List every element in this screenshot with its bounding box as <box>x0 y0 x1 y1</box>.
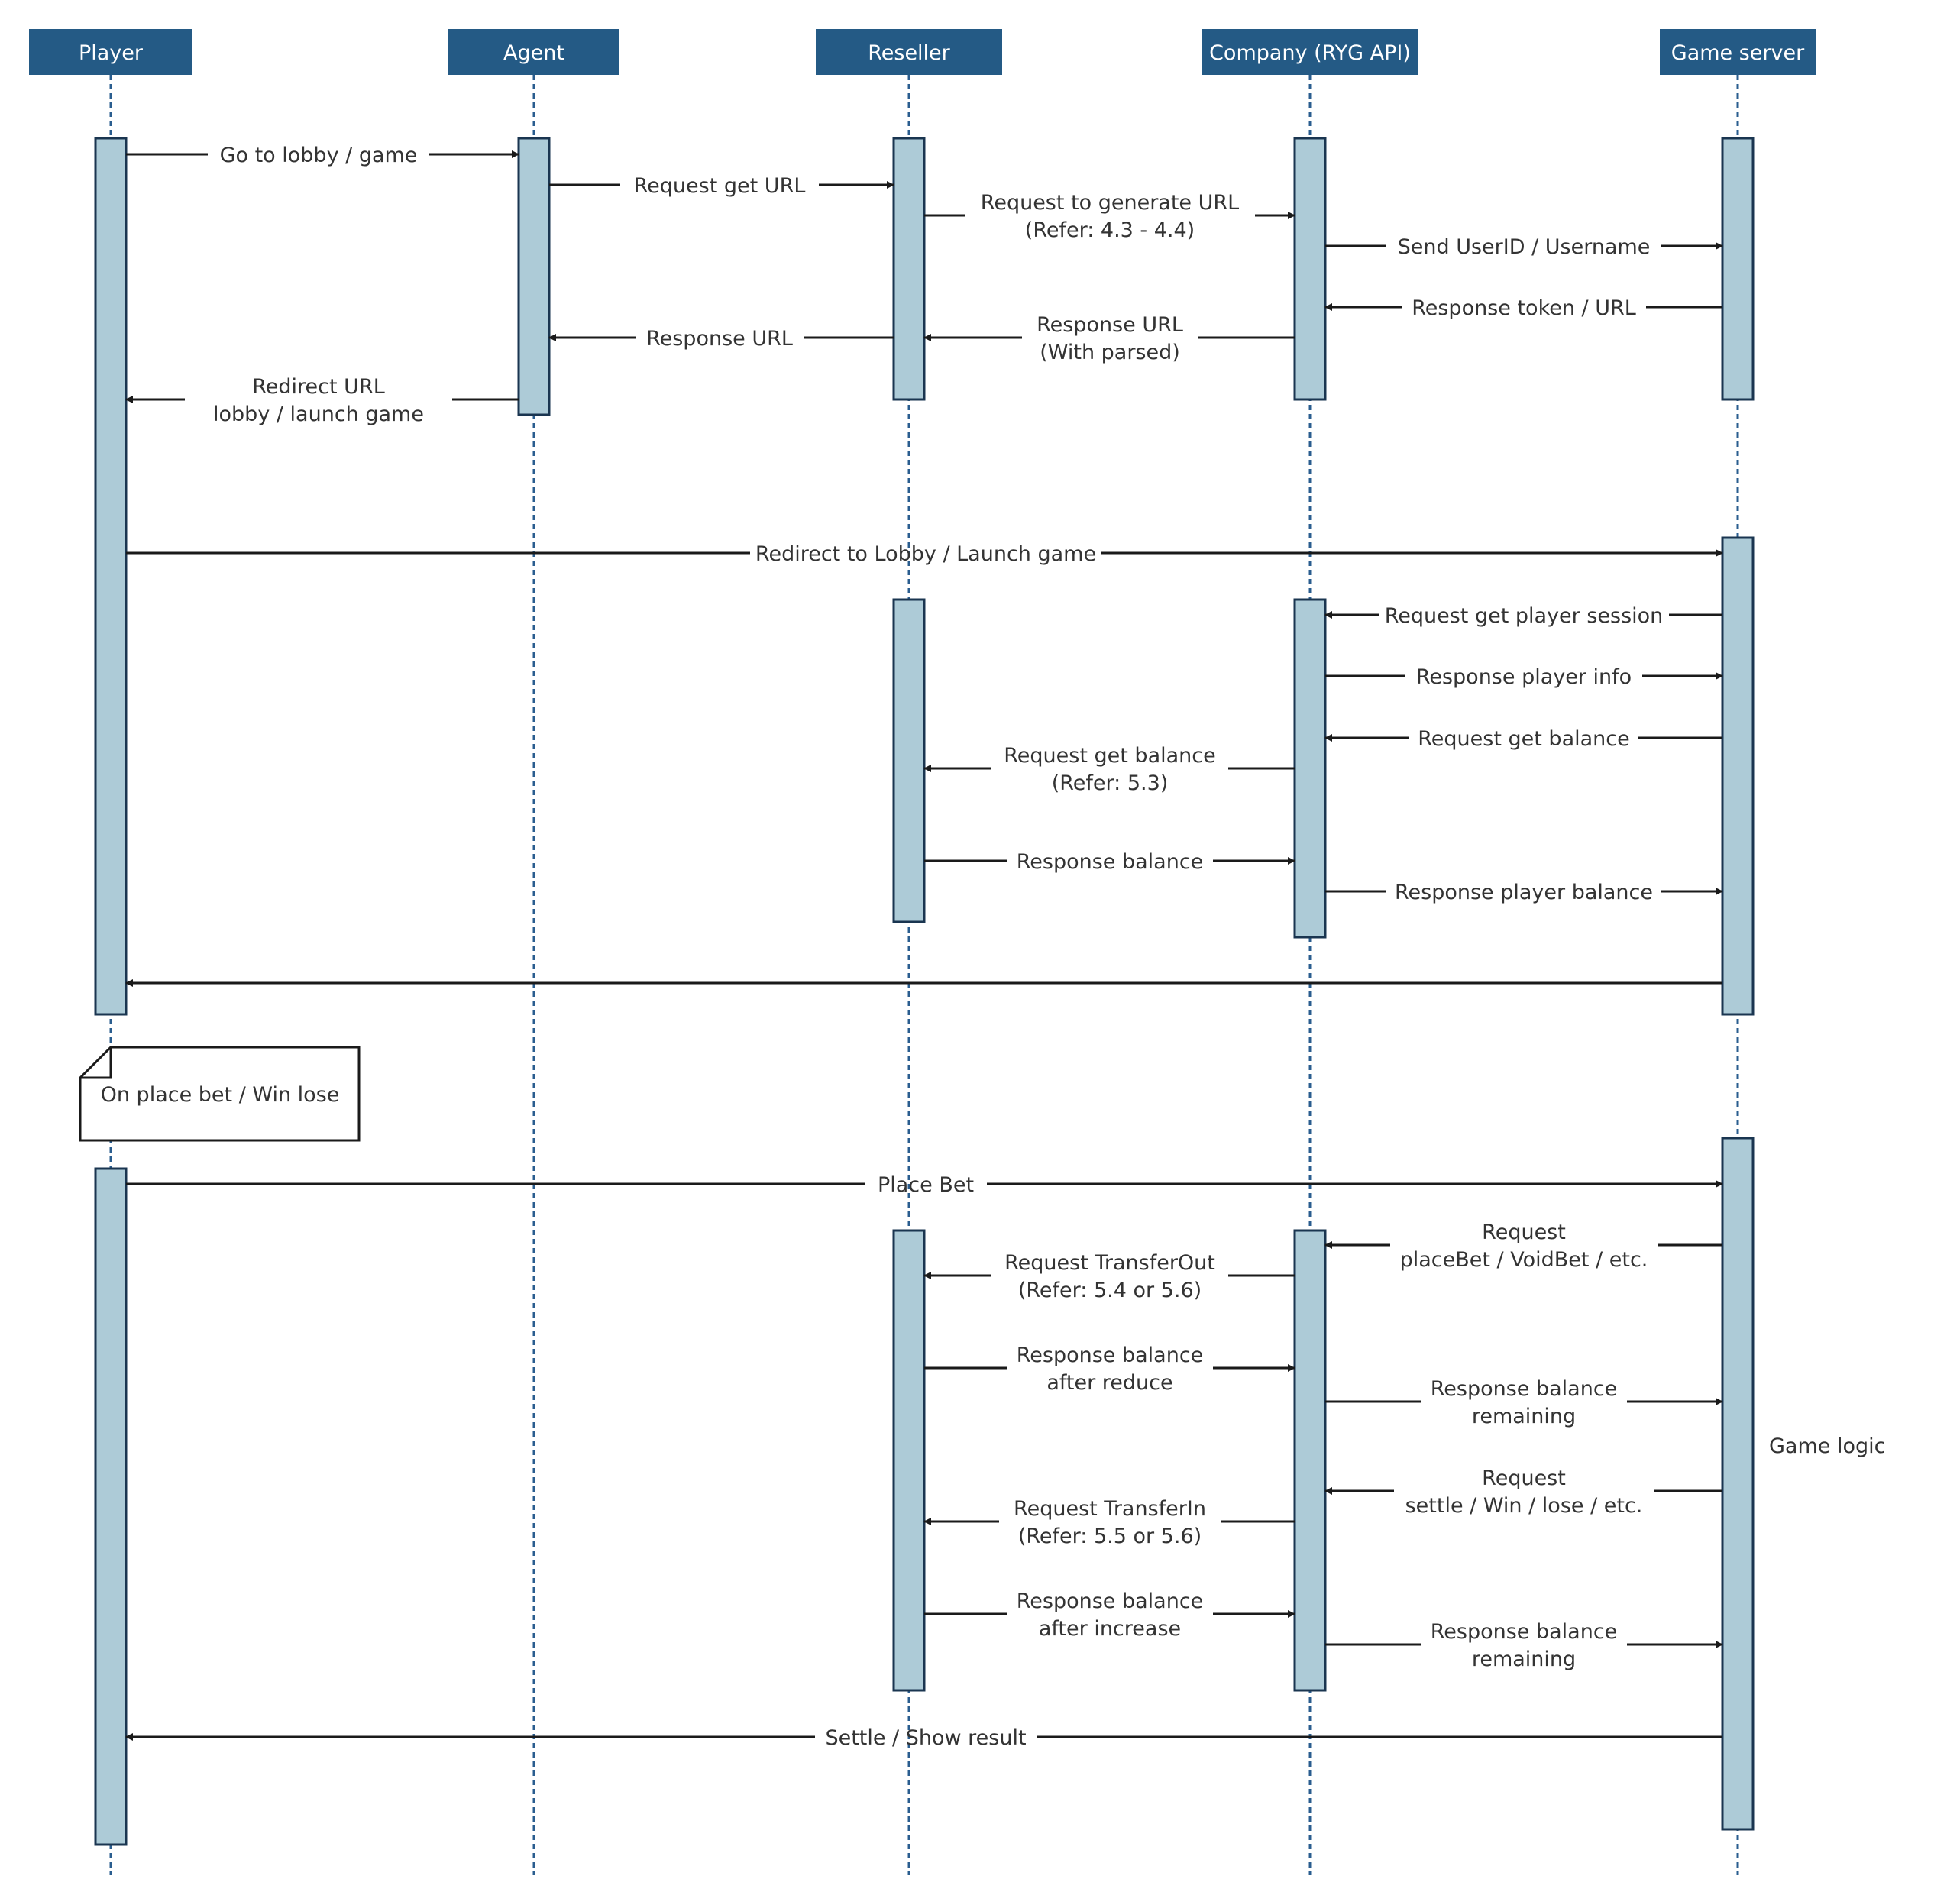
message-label: settle / Win / lose / etc. <box>1405 1494 1643 1518</box>
message-label: after increase <box>1039 1617 1181 1641</box>
message-settle-show-result: Settle / Show result <box>125 1726 1722 1750</box>
actor-label: Player <box>79 41 144 65</box>
message-label: after reduce <box>1046 1371 1172 1395</box>
message-label: Send UserID / Username <box>1398 235 1651 259</box>
message-request-placebet: Request placeBet / VoidBet / etc. <box>1324 1221 1722 1272</box>
actor-headers: Player Agent Reseller Company (RYG API) Game… <box>29 29 1816 75</box>
activation-bar-gameserver <box>1721 137 1755 401</box>
message-label: Request get balance <box>1004 744 1215 768</box>
message-response-balance: Response balance <box>924 850 1295 874</box>
message-label: Response balance <box>1017 1344 1204 1367</box>
activation-bar-reseller <box>892 598 926 923</box>
message-label: Request get URL <box>634 174 806 198</box>
message-label: Place Bet <box>878 1173 974 1197</box>
note: On place bet / Win lose <box>79 1046 361 1142</box>
message-label: Request TransferOut <box>1004 1251 1215 1275</box>
message-label: (Refer: 5.5 or 5.6) <box>1018 1525 1202 1548</box>
message-response-url: Response URL <box>548 327 894 351</box>
actor-gameserver: Game server <box>1660 29 1816 75</box>
message-label: Response balance <box>1017 850 1204 874</box>
message-response-remaining-2: Response balance remaining <box>1325 1620 1723 1671</box>
actor-header-box <box>448 29 619 75</box>
activation-bar-player <box>94 1167 128 1846</box>
message-send-userid: Send UserID / Username <box>1325 235 1723 259</box>
actor-header-box <box>1660 29 1816 75</box>
message-response-after-reduce: Response balance after reduce <box>924 1344 1295 1395</box>
message-request-player-session: Request get player session <box>1324 604 1722 628</box>
message-response-after-increase: Response balance after increase <box>924 1589 1295 1641</box>
message-label: Redirect to Lobby / Launch game <box>755 542 1096 566</box>
message-label: Request to generate URL <box>981 191 1239 215</box>
message-label: (Refer: 4.3 - 4.4) <box>1025 218 1195 242</box>
message-label: Response balance <box>1431 1620 1618 1644</box>
actor-player: Player <box>29 29 192 75</box>
actor-header-box <box>1202 29 1418 75</box>
message-label: Request get balance <box>1418 727 1629 751</box>
message-label: Response token / URL <box>1412 296 1636 320</box>
message-label: Request get player session <box>1385 604 1664 628</box>
activation-bar-company <box>1293 137 1327 401</box>
activation-bar-company <box>1293 598 1327 939</box>
message-request-get-balance-reseller: Request get balance (Refer: 5.3) <box>923 744 1295 795</box>
activation-bars <box>94 137 1755 1846</box>
actor-reseller: Reseller <box>816 29 1002 75</box>
message-label: Response balance <box>1431 1377 1618 1401</box>
message-go-to-lobby: Go to lobby / game <box>126 144 519 167</box>
message-label: Request <box>1482 1467 1566 1490</box>
message-label: Settle / Show result <box>825 1726 1026 1750</box>
message-label: (Refer: 5.4 or 5.6) <box>1018 1279 1202 1302</box>
message-label: Response URL <box>646 327 793 351</box>
game-logic-label: Game logic <box>1769 1434 1885 1458</box>
message-request-transferin: Request TransferIn (Refer: 5.5 or 5.6) <box>923 1497 1295 1548</box>
message-label: remaining <box>1472 1648 1576 1671</box>
actor-header-box <box>816 29 1002 75</box>
activation-bar-company <box>1293 1229 1327 1692</box>
message-request-settle: Request settle / Win / lose / etc. <box>1324 1467 1722 1518</box>
message-response-remaining-1: Response balance remaining <box>1325 1377 1723 1428</box>
actor-company: Company (RYG API) <box>1202 29 1418 75</box>
message-label: remaining <box>1472 1405 1576 1428</box>
message-response-url-parsed: Response URL (With parsed) <box>923 313 1295 364</box>
note-label: On place bet / Win lose <box>101 1083 340 1107</box>
activation-bar-reseller <box>892 137 926 401</box>
activation-bar-gameserver <box>1721 1137 1755 1831</box>
actor-label: Agent <box>503 41 564 65</box>
message-redirect-lobby: Redirect to Lobby / Launch game <box>126 542 1723 566</box>
actor-agent: Agent <box>448 29 619 75</box>
message-request-generate-url: Request to generate URL (Refer: 4.3 - 4.4… <box>924 191 1295 242</box>
message-label: (Refer: 5.3) <box>1052 771 1169 795</box>
message-request-get-balance-gs: Request get balance <box>1324 727 1722 751</box>
message-label: Response player info <box>1416 665 1632 689</box>
note-box <box>79 1046 361 1142</box>
message-redirect-url: Redirect URL lobby / launch game <box>125 375 519 426</box>
actor-label: Reseller <box>868 41 950 65</box>
message-label: Request TransferIn <box>1014 1497 1206 1521</box>
message-label: Request <box>1482 1221 1566 1244</box>
message-label: lobby / launch game <box>213 403 424 426</box>
message-label: Go to lobby / game <box>220 144 418 167</box>
activation-bar-reseller <box>892 1229 926 1692</box>
message-label: (With parsed) <box>1040 341 1180 364</box>
message-label: placeBet / VoidBet / etc. <box>1400 1248 1648 1272</box>
actor-label: Game server <box>1671 41 1805 65</box>
message-response-player-balance: Response player balance <box>1325 881 1723 904</box>
message-label: Response URL <box>1037 313 1183 337</box>
note-fold <box>80 1047 112 1079</box>
message-request-transferout: Request TransferOut (Refer: 5.4 or 5.6) <box>923 1251 1295 1302</box>
activation-bar-agent <box>517 137 551 416</box>
message-label: Response player balance <box>1395 881 1653 904</box>
message-label: Response balance <box>1017 1589 1204 1613</box>
message-response-token-url: Response token / URL <box>1324 296 1722 320</box>
message-label: Redirect URL <box>252 375 385 399</box>
message-request-get-url: Request get URL <box>549 174 894 198</box>
actor-label: Company (RYG API) <box>1209 41 1411 65</box>
message-response-player-info: Response player info <box>1325 665 1723 689</box>
actor-header-box <box>29 29 192 75</box>
activation-bar-player <box>94 137 128 1016</box>
message-place-bet: Place Bet <box>126 1173 1723 1197</box>
activation-bar-gameserver <box>1721 536 1755 1016</box>
